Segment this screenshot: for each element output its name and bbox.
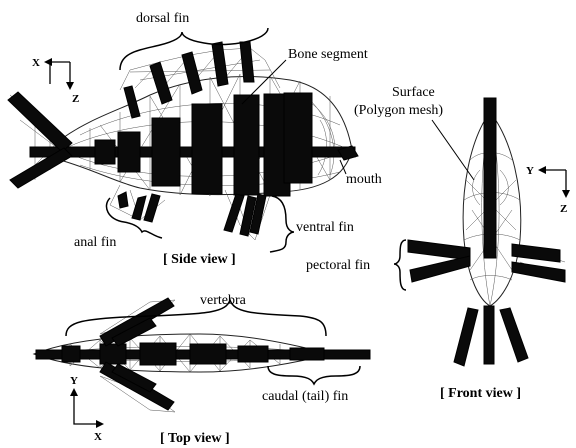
label-anal-fin: anal fin [74,235,116,250]
label-pectoral-fin: pectoral fin [306,258,370,273]
top-view: vertebra caudal (tail) fin [ Top view ] … [34,293,370,446]
side-anal-fin-bones [118,192,160,222]
label-side-view: [ Side view ] [163,252,236,267]
label-front-view: [ Front view ] [440,386,521,401]
front-axis-y: Y [526,165,534,177]
label-dorsal-fin: dorsal fin [136,11,189,26]
side-axis-x: X [32,57,40,69]
front-dorsal-spine [484,98,496,258]
label-vertebra: vertebra [200,293,247,308]
side-axes: X Z [32,57,79,105]
label-mouth: mouth [346,172,382,187]
label-surface-2: (Polygon mesh) [354,103,443,118]
label-surface-1: Surface [392,85,435,100]
side-ventral-fin-bones [224,194,266,236]
front-axis-z: Z [560,203,567,215]
label-caudal-fin: caudal (tail) fin [262,389,348,404]
ventral-fin-brace [270,196,294,252]
pectoral-fin-brace [394,240,406,290]
front-axes: Y Z [526,165,570,215]
label-top-view: [ Top view ] [160,431,230,446]
label-bone-segment: Bone segment [288,47,368,62]
side-axis-z: Z [72,93,79,105]
top-axis-y: Y [70,375,78,387]
side-tail-bones [8,92,72,188]
surface-leader [432,120,474,180]
front-ventral-fins [454,306,528,366]
top-axis-x: X [94,431,102,443]
side-vertebra-segments [95,93,312,196]
caudal-fin-brace [268,366,360,384]
side-view: dorsal fin Bone segment mouth ventral fi… [8,11,382,267]
label-ventral-fin: ventral fin [296,220,354,235]
top-axes: Y X [70,375,104,443]
